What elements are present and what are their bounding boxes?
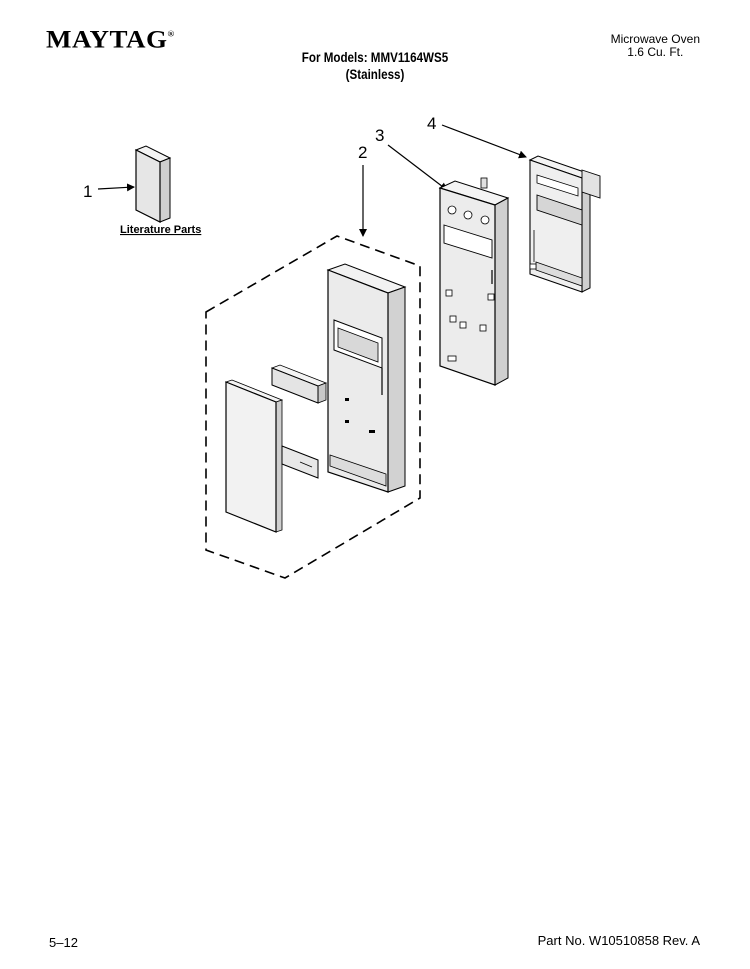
registered-mark: ® — [167, 28, 175, 39]
product-type: Microwave Oven — [610, 32, 700, 46]
ribbon-connector — [281, 445, 319, 479]
product-capacity: 1.6 Cu. Ft. — [627, 45, 684, 59]
brand-name: MAYTAG — [46, 25, 168, 53]
callout-1-leader — [97, 183, 135, 192]
callout-2: 2 — [358, 143, 367, 162]
finish-line: (Stainless) — [345, 67, 405, 82]
callout-3-leader — [387, 144, 448, 191]
control-board-bracket — [528, 155, 601, 293]
membrane-switch-panel — [224, 379, 284, 533]
page-number: 5–12 — [49, 935, 78, 950]
brand-logo: MAYTAG® — [46, 25, 175, 54]
product-description: Microwave Oven 1.6 Cu. Ft. — [611, 33, 700, 59]
literature-parts-label: Literature Parts — [120, 224, 201, 236]
page-title: For Models: MMV1164WS5 (Stainless) — [272, 49, 478, 83]
callout-4: 4 — [427, 114, 436, 133]
display-window — [270, 364, 328, 404]
callout-4-leader — [441, 124, 527, 159]
literature-booklet — [134, 145, 172, 223]
assembly-boundary — [205, 235, 421, 579]
callout-3: 3 — [375, 126, 384, 145]
callout-1: 1 — [83, 182, 92, 201]
model-line: For Models: MMV1164WS5 — [301, 50, 449, 65]
control-panel-front — [326, 263, 407, 493]
control-panel-housing — [438, 177, 510, 386]
part-number: Part No. W10510858 Rev. A — [537, 933, 700, 948]
